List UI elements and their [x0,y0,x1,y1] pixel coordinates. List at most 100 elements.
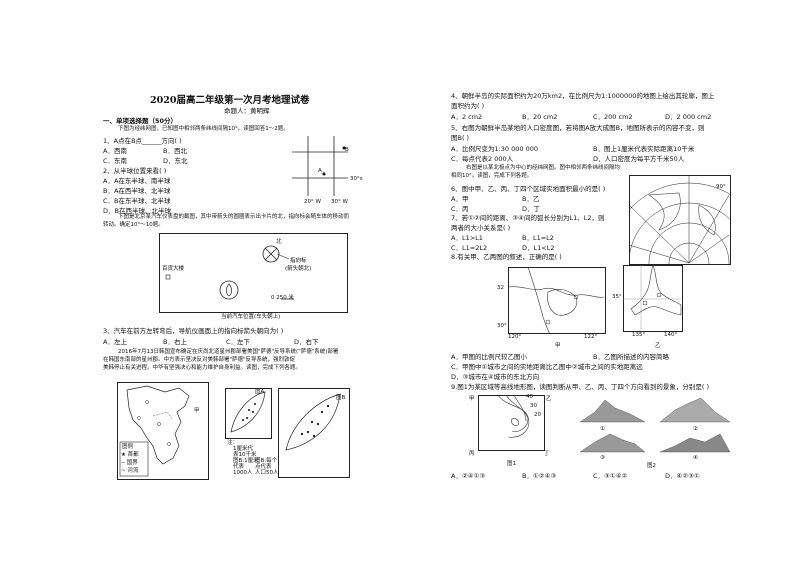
q9-option-a: A．②④①③ [451,472,486,480]
grid-label-lat: 30°s [350,176,363,182]
q4-option-c: C．200 cm2 [593,113,633,121]
question-1: 1、A点在B点______方向( ) [103,137,182,145]
q7-option-b: B．L1=L2 [522,234,554,242]
intro-4b: 相同10°。读图，完成下列各题。 [451,173,533,179]
intro-4a: 右图是以某北极点为中心的经纬网图。图中相邻两条纬线间隔均 [466,165,621,171]
fig-note-4: 代表 [233,464,245,470]
section-heading: 一、单项选择题（50分） [103,117,178,125]
contour-label-30: 30 [530,403,537,409]
pointer-label-2: (箭头朝北) [285,266,312,272]
q8-option-b: B．乙图所描述的内容简略 [593,353,669,361]
q6-option-a: A．甲 [451,195,469,203]
yi-lon4: 140° [664,332,678,338]
fig-b-drawing [285,393,341,451]
question-5: 5、右图为朝鲜半岛某地的人口密度图，若将图A放大成图B，地图所表示的内容不变，则 [451,124,705,132]
contour-map-drawing [497,395,530,438]
legend-item-border: -- 国界 [121,460,138,466]
jia-lon1: 120° [508,334,522,340]
q7-option-d: D．L1<L2 [522,244,555,252]
q7-option-c: C．L1=2L2 [451,244,488,252]
north-label: 北 [276,239,282,245]
q4-option-d: D．2 000 cm2 [665,113,712,121]
direction-bing: 丙 [469,451,475,457]
q1-option-b: B．西北 [163,147,187,155]
scale-label: 0 250 米 [271,295,294,301]
yi-lon3: 135° [632,332,646,338]
contour-label-40: 40 [526,394,533,400]
question-9: 9.图1为某区域等高线地形图，读图判断从甲、乙、丙、丁四个方向看到的景象，分别是… [451,383,709,391]
legend-title: 图例 [122,444,134,450]
intro-2b: 转动。确定10°～10题。 [103,222,164,228]
q7-option-a: A．L1>L1 [451,234,483,242]
intro-2a: 下图是北京某汽车仪表盘的截图，其中带箭头的圆圈表示出卡片的北，指向标会随车体的移… [118,214,350,220]
fig-note-5: 1000人 [233,470,253,476]
legend-item-capital: ★ 首都 [121,452,139,458]
fig-note-7: 点代表 [255,464,272,470]
yi-lat3: 35° [612,294,622,300]
fig1-caption: 图1 [507,461,516,467]
grid-label-lon1: 20° W [304,199,321,205]
grid-label-b: B [345,147,349,153]
q6-option-b: B．乙 [522,195,540,203]
fig-note-8: 人口50人 [255,470,279,476]
page-title: 2020届高二年级第一次月考地理试卷 [150,95,310,106]
question-3: 3、汽车在前方左转弯后，导航仪画面上的指向标箭头朝向为( ) [103,327,284,335]
direction-yi: 乙 [546,396,552,402]
q5-option-d: D．人口密度为每平方千米50人 [593,155,685,163]
q9-option-c: C．③①④② [593,472,628,480]
grid-label-lon2: 30° W [331,199,348,205]
latlong-grid [292,136,348,196]
yi-label: 乙 [655,343,661,349]
question-5b: 图B( ) [451,134,470,142]
q5-option-b: B．图上1厘米代表实际距离10千米 [593,145,695,153]
direction-ding: 丁 [544,451,550,457]
polar-label: 90° [716,184,726,190]
q8-option-a: A．甲图的比例尺较乙图小 [451,353,527,361]
fig-note-6: 图B:每个 [255,458,278,464]
direction-jia: 甲 [469,396,475,402]
map-jia-drawing [508,267,605,334]
svg-text:③: ③ [600,455,605,460]
q9-option-d: D．④②③① [665,472,700,480]
svg-text:②: ② [693,425,698,432]
q2-option-c: C．B在东半球、北半球 [103,197,171,205]
legend-item-river: ~ 河流 [121,468,139,474]
question-8: 8.有关甲、乙两图的叙述，正确的是( ) [451,253,562,261]
question-7a: 7、若①②间的距离、③④间的弧长分别为L1、L2，则 [451,214,605,222]
terrain-views: ① ② ③ ④ [579,397,731,460]
q2-option-b: B．A在西半球、北半球 [103,187,171,195]
korea-map [117,382,209,480]
navigation-map [159,233,348,313]
korea-map-drawing [119,385,190,477]
fig-note-1: 1厘米代 [233,446,253,452]
fig-note-2: 表10千米 [233,452,257,458]
q6-option-c: C．丙 [451,205,469,213]
contour-map [478,395,545,451]
fig2-caption: 图2 [647,463,656,469]
fig-note-3: 图B:1厘米 [233,458,259,464]
polar-map-drawing [629,175,731,265]
intro-3c: 美韩停止有关进程。中华有坚强决心和能力维护自身利益。读图，完成下列各题。 [103,365,302,371]
grid-label-a: A [318,168,322,174]
q5-option-c: C．每点代表2 000人 [451,155,514,163]
q3-option-c: C．左下 [226,338,251,346]
map-yi-drawing [623,265,682,332]
intro-3a: 2016年7月13日韩国宣布确定在庆尚北道星州郡部署美国"萨德"反导系统("萨德… [118,349,339,355]
jia-label: 甲 [555,343,561,349]
q8-option-c: C．甲图中①城市之间的实地距离比乙图中②城市之间的实地距离远 [451,363,643,371]
fig-a-label: 图A [255,389,265,395]
q5-option-a: A．比例尺变为1:30 000 000 [451,145,538,153]
svg-text:④: ④ [693,455,698,460]
q3-option-a: A．左上 [103,338,127,346]
intro-3b: 在韩国东南部的星州郡。中方表示坚决反对美韩部署"萨德"反导系统，强烈敦促 [103,357,296,363]
svg-text:①: ① [600,426,605,432]
navigation-map-drawing [165,245,294,300]
jia-lat2: 30° [497,323,507,329]
q4-option-a: A．2 cm2 [451,113,483,121]
q2-option-d: D．B在西半球、北半球 [103,207,171,215]
map-jia [508,267,606,334]
map1-caption: 当前汽车位置(车头朝上) [221,314,281,320]
q3-option-d: D．右下 [294,338,319,346]
q8-option-d: D．③城市在④城市的东北方向 [451,373,540,381]
question-4: 4、朝鲜半岛的实际面积约为20万km2，在比例尺为1:1000000的地图上绘出… [451,92,715,100]
